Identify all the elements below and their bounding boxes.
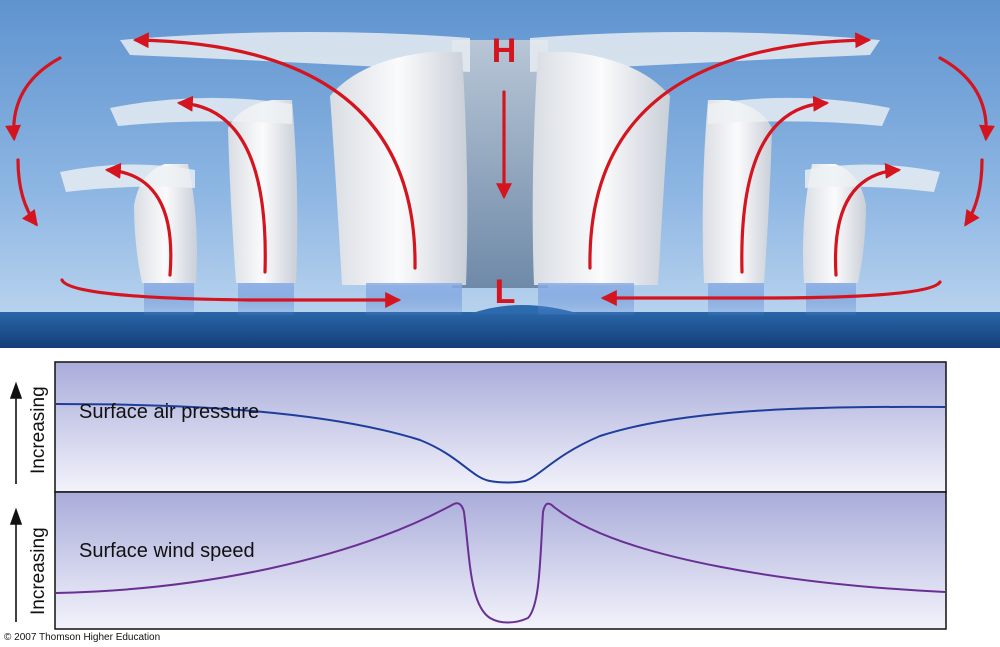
wind-panel: Surface wind speed: [54, 491, 947, 630]
wind-axis-label: Increasing: [28, 527, 49, 615]
copyright-notice: © 2007 Thomson Higher Education: [4, 632, 161, 643]
cloud-tower: [532, 52, 670, 285]
wind-panel-background: [54, 491, 947, 630]
circulation-arrow-icon: [60, 278, 402, 308]
circulation-arrows: [5, 32, 995, 308]
circulation-arrow-icon: [5, 56, 62, 142]
circulation-arrow-icon: [176, 95, 267, 274]
wind-curve-label: Surface wind speed: [79, 540, 255, 562]
wind-speed-curve: [55, 502, 946, 624]
cloud-anvil: [805, 164, 940, 192]
eye: [452, 40, 548, 288]
up-arrow-icon: [9, 507, 23, 622]
circulation-arrow-icon: [132, 32, 417, 270]
circulation-arrow-icon: [740, 95, 830, 274]
cloud-tower: [134, 164, 197, 283]
circulation-arrow-icon: [833, 162, 902, 277]
cloud-anvil: [708, 97, 890, 126]
circulation-arrow-icon: [938, 56, 995, 142]
circulation-arrow-icon: [600, 280, 942, 306]
cloud-tower: [702, 100, 772, 283]
pressure-axis-label: Increasing: [28, 386, 49, 474]
circulation-arrow-icon: [16, 158, 38, 227]
up-arrow-icon: [9, 381, 23, 484]
low-pressure-label: L: [495, 273, 516, 311]
pressure-panel-background: [54, 361, 947, 493]
cloud-anvil: [110, 97, 292, 126]
pressure-curve: [55, 403, 946, 484]
rain-shafts: [144, 283, 856, 315]
pressure-axis-indicator: Increasing: [9, 381, 49, 484]
circulation-arrow-icon: [104, 162, 173, 277]
wind-axis-indicator: Increasing: [9, 507, 49, 622]
pressure-panel: Surface air pressure: [54, 361, 947, 493]
high-pressure-label: H: [492, 32, 517, 70]
cloud-anvil: [60, 164, 195, 192]
upper-anvil-left: [120, 31, 470, 72]
upper-anvil-right: [530, 31, 880, 72]
pressure-curve-label: Surface air pressure: [79, 401, 259, 423]
circulation-arrow-icon: [964, 158, 984, 227]
hurricane-illustration: H L: [0, 0, 1000, 348]
ocean: [0, 312, 1000, 348]
cloud-tower: [228, 100, 298, 283]
circulation-arrow-icon: [588, 32, 872, 270]
